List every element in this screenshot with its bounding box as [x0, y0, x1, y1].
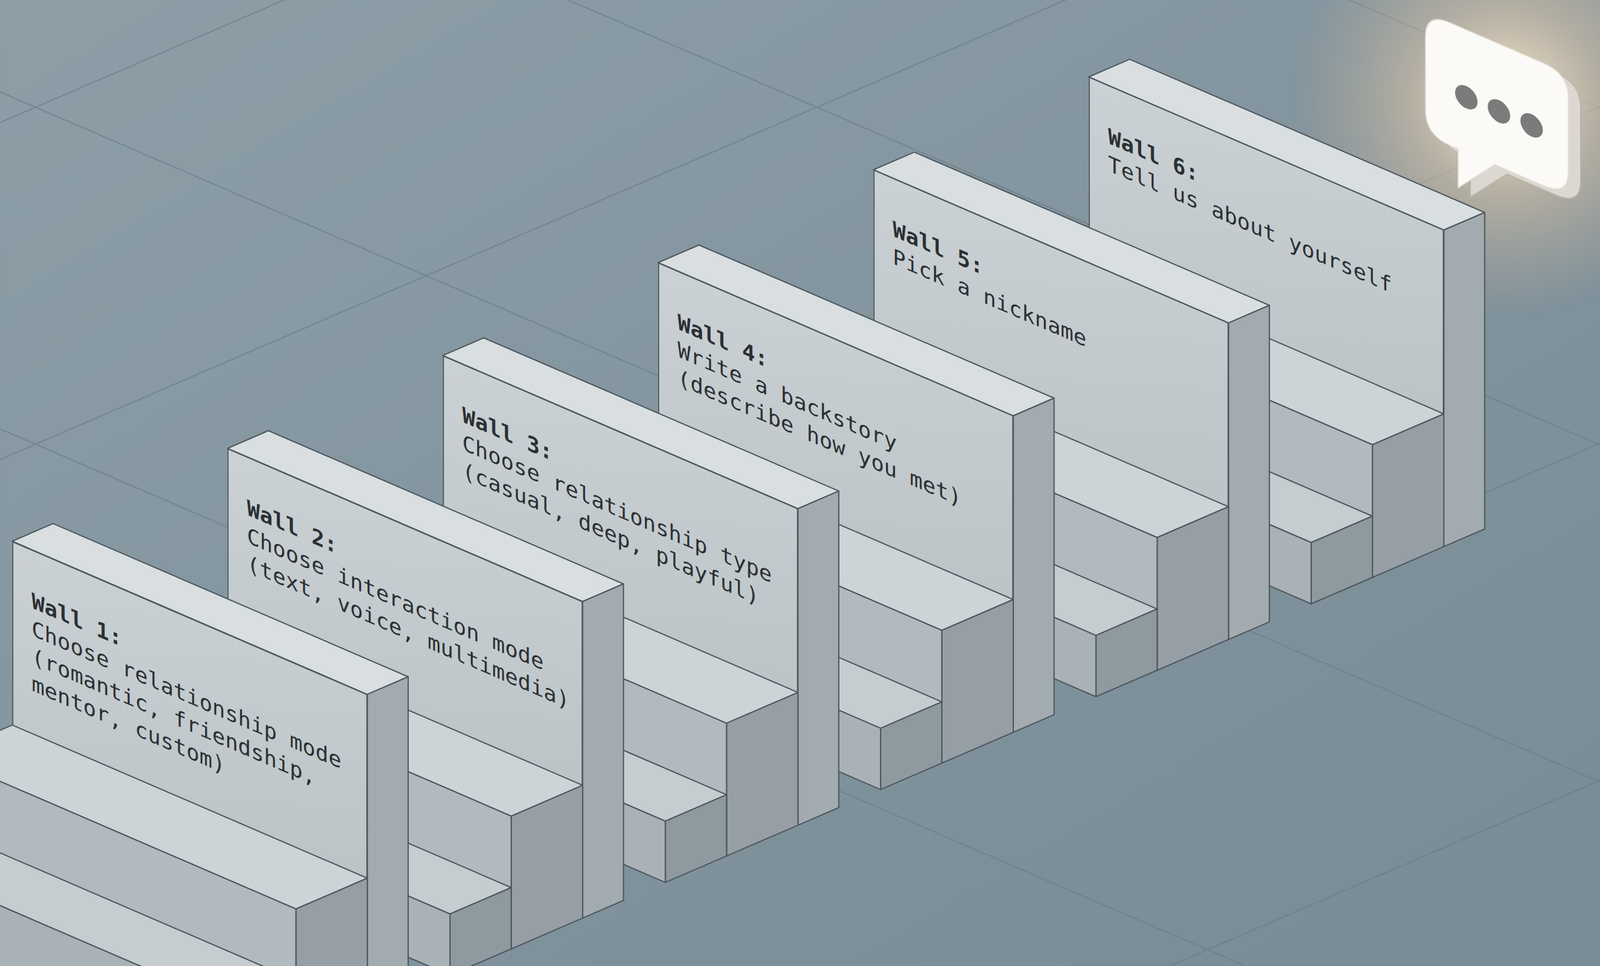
- grid-line: [0, 0, 1600, 108]
- end-face: [880, 701, 942, 790]
- chat-bubble-icon: [1425, 12, 1581, 245]
- typing-dot: [1520, 109, 1543, 142]
- bubble-depth: [1437, 21, 1581, 245]
- end-face: [1443, 212, 1485, 547]
- bubble-face: [1425, 12, 1569, 236]
- end-face: [1095, 608, 1157, 697]
- typing-dot: [1455, 81, 1478, 114]
- grid-line: [0, 0, 1600, 123]
- end-face: [450, 887, 512, 966]
- end-face: [1311, 516, 1373, 604]
- wall-heading: Wall 6:: [1108, 123, 1439, 294]
- end-face: [665, 794, 727, 882]
- typing-dot: [1487, 95, 1510, 128]
